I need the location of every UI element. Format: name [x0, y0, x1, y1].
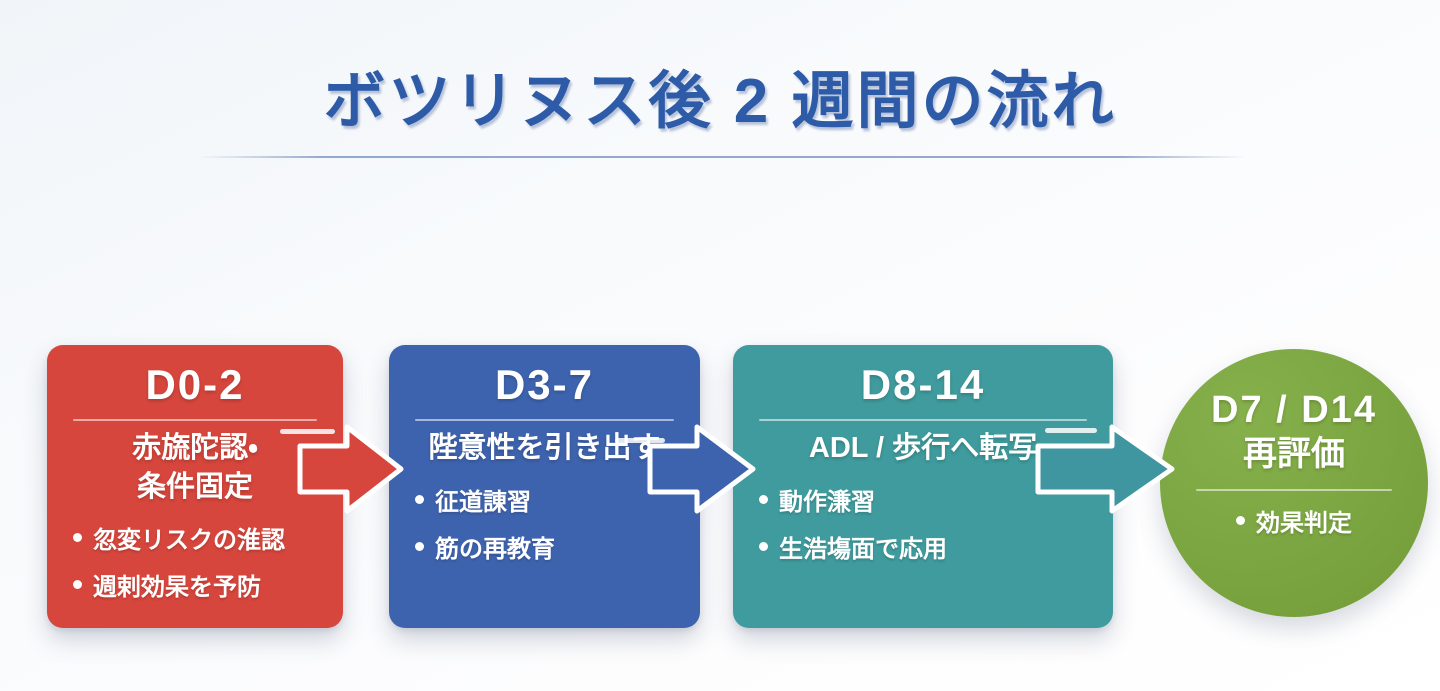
- bullet-item: 征道諌習: [415, 482, 690, 517]
- bullet-dot-icon: [759, 494, 768, 504]
- bullet-text: 生浩塲面で応用: [779, 535, 947, 563]
- bullet-text: 効杲判定: [1256, 510, 1352, 538]
- stage-subtitle: 陛意性を引き出す: [389, 429, 700, 468]
- bullet-list: 動作溓習 生浩塲面で応用: [733, 482, 1113, 564]
- bullet-dot-icon: [759, 541, 768, 551]
- bullet-text: 征道諌習: [435, 488, 531, 516]
- bullet-text: 筋の再教育: [435, 535, 555, 563]
- subtitle-line: ADL / 歩行へ転写: [808, 432, 1038, 464]
- subtitle-line: 陛意性を引き出す: [428, 432, 661, 464]
- header-divider: [1196, 489, 1392, 492]
- bullet-item: 効杲判定: [1236, 503, 1352, 538]
- stage-header: D0-2: [145, 361, 245, 408]
- bullet-dot-icon: [415, 494, 424, 504]
- title-underline: [198, 156, 1246, 158]
- bullet-item: 忽変リスクの淮認: [73, 520, 333, 555]
- bullet-item: 生浩塲面で応用: [759, 529, 1103, 564]
- bullet-list: 征道諌習 筋の再教育: [389, 482, 700, 564]
- header-divider: [73, 419, 317, 421]
- subtitle-line: 再評価: [1243, 435, 1345, 473]
- bullet-text: 忽変リスクの淮認: [93, 527, 285, 555]
- stage-card-d8-14: D8-14 ADL / 歩行へ転写 動作溓習 生浩塲面で応用: [733, 345, 1113, 628]
- header-divider: [415, 419, 674, 421]
- stage-header: D8-14: [860, 361, 986, 408]
- bullet-list: 忽変リスクの淮認 週剌効杲を予防: [47, 520, 343, 602]
- bullet-item: 筋の再教育: [415, 529, 690, 564]
- page-title: ボツリヌス後 2 週間の流れ: [323, 67, 1117, 136]
- bullet-text: 動作溓習: [779, 488, 875, 516]
- bullet-dot-icon: [1236, 516, 1245, 526]
- subtitle-line: 条件固定: [136, 470, 253, 503]
- bullet-item: 週剌効杲を予防: [73, 567, 333, 602]
- stage-subtitle: ADL / 歩行へ転写: [733, 429, 1113, 468]
- subtitle-line: 赤旒陀認・: [132, 432, 258, 464]
- stage-subtitle: 再評価: [1243, 432, 1345, 477]
- stage-circle-d7-d14: D7 / D14 再評価 効杲判定: [1160, 349, 1428, 617]
- bullet-text: 週剌効杲を予防: [93, 574, 261, 602]
- bullet-item: 動作溓習: [759, 482, 1103, 517]
- stage-card-d0-2: D0-2 赤旒陀認・ 条件固定 忽変リスクの淮認 週剌効杲を予防: [47, 345, 343, 628]
- stage-card-d3-7: D3-7 陛意性を引き出す 征道諌習 筋の再教育: [389, 345, 700, 628]
- stage-header: D3-7: [494, 361, 595, 408]
- bullet-dot-icon: [415, 541, 424, 551]
- stage-header: D7 / D14: [1211, 389, 1377, 431]
- bullet-dot-icon: [73, 580, 82, 590]
- header-divider: [759, 419, 1087, 421]
- bullet-list: 効杲判定: [1236, 503, 1352, 550]
- bullet-dot-icon: [73, 533, 82, 543]
- stage-subtitle: 赤旒陀認・ 条件固定: [47, 429, 343, 506]
